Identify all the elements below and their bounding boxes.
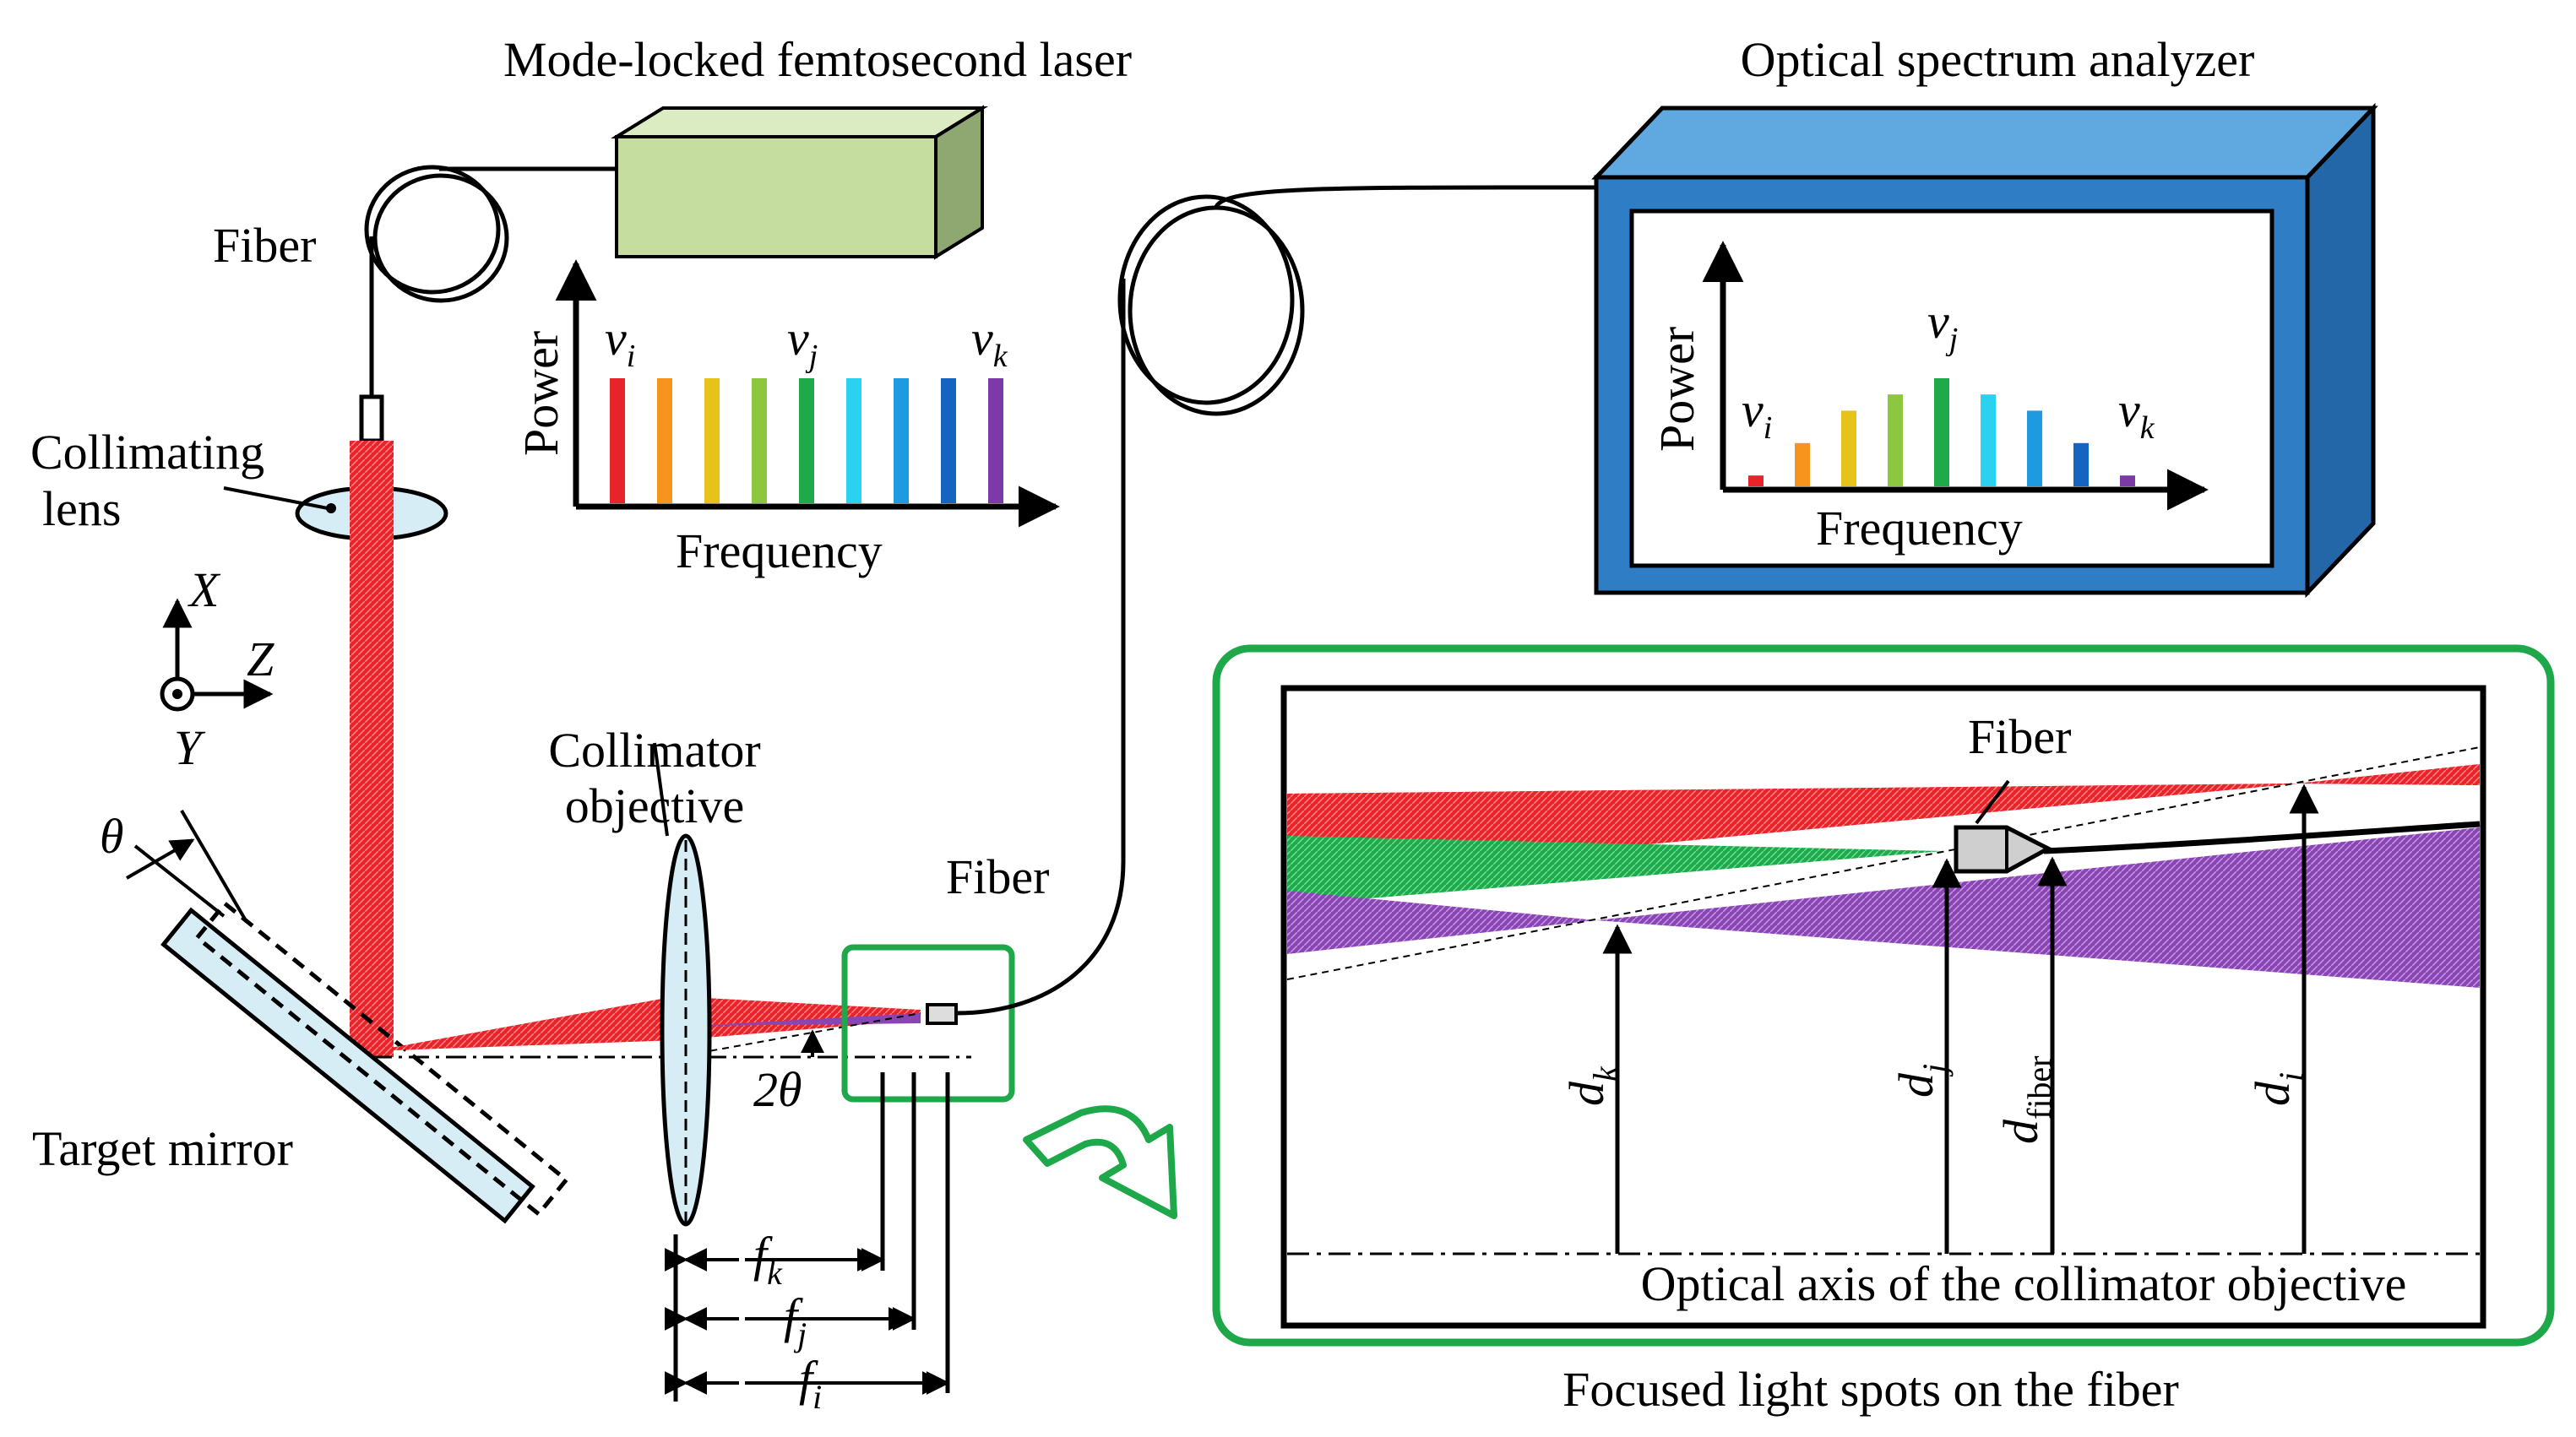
collimating-lens-label-2: lens — [42, 481, 121, 536]
laser-bars-bar-3 — [752, 378, 767, 503]
collimator-objective-label-1: Collimator — [548, 723, 760, 778]
coordinate-axes — [160, 598, 274, 712]
optical-axis-label: Optical axis of the collimator objective — [1641, 1256, 2407, 1311]
osa-bars-bar-0 — [1748, 475, 1764, 486]
osa-bars-bar-4 — [1934, 378, 1949, 486]
objective-pointer — [653, 742, 669, 837]
fiber-small-label: Fiber — [946, 849, 1049, 904]
fiber-connector-top — [359, 394, 384, 443]
dist-di: di — [2245, 1072, 2310, 1106]
collimator-objective-label-2: objective — [565, 778, 745, 833]
laser-bars-bar-0 — [610, 378, 625, 503]
reflected-beam — [372, 996, 921, 1051]
theta-indicator — [126, 809, 248, 924]
inset-fiber-cable — [2043, 821, 2481, 854]
inset-beam-purple — [1287, 827, 2480, 988]
fiber-inset-label: Fiber — [1968, 709, 2071, 764]
laser-peak-i: νi — [605, 311, 635, 374]
laser-bars-bar-1 — [657, 378, 672, 503]
osa-bars-bar-6 — [2027, 410, 2042, 486]
osa-spectrum-ylabel: Power — [1649, 327, 1704, 452]
femtosecond-laser — [610, 105, 989, 260]
laser-spectrum-xlabel: Frequency — [676, 523, 883, 578]
osa-bars-bar-1 — [1795, 442, 1810, 486]
dist-dk: dk — [1559, 1066, 1624, 1106]
osa-spectrum-bars — [1748, 378, 2135, 486]
laser-peak-k: νk — [971, 311, 1008, 374]
osa-bars-bar-2 — [1841, 410, 1856, 486]
collimating-lens-label-1: Collimating — [30, 425, 264, 480]
laser-peak-j: νj — [787, 311, 818, 374]
laser-bars-bar-5 — [846, 378, 861, 503]
osa-peak-j: νj — [1927, 294, 1958, 357]
laser-spectrum — [555, 259, 1060, 528]
theta-label: θ — [100, 809, 124, 864]
focal-fi: fi — [799, 1351, 822, 1416]
axis-z-label: Z — [247, 632, 274, 686]
lens-pointer-line — [223, 486, 329, 510]
tilted-axis-line — [675, 1012, 921, 1058]
two-theta-label: 2θ — [753, 1062, 802, 1117]
osa-bars-bar-8 — [2120, 475, 2135, 486]
osa-spectrum-xlabel: Frequency — [1816, 501, 2023, 556]
osa-bars-bar-7 — [2073, 442, 2089, 486]
inset-distance-arrows — [1602, 784, 2319, 1254]
osa-label: Optical spectrum analyzer — [1741, 32, 2255, 87]
laser-bars-bar-7 — [941, 378, 956, 503]
axis-x-label: X — [187, 562, 221, 617]
dist-dj: dj — [1889, 1064, 1954, 1098]
zoom-arrow — [1023, 1105, 1177, 1219]
inset-caption: Focused light spots on the fiber — [1562, 1362, 2179, 1417]
focal-fj: fj — [784, 1288, 807, 1353]
inset-beam-green — [1287, 836, 1943, 905]
inset-frame — [1212, 644, 2555, 1347]
fiber-to-osa — [955, 185, 1606, 1016]
laser-bars-bar-4 — [799, 378, 814, 503]
inset-fiber-pointer — [1975, 779, 2010, 825]
optical-spectrum-analyzer — [1591, 102, 2378, 599]
dist-dfiber: dfiber — [1993, 1055, 2058, 1144]
focal-arrows-short — [683, 1248, 946, 1395]
osa-peak-k: νk — [2118, 382, 2155, 446]
focal-fk: fk — [753, 1227, 783, 1292]
laser-spectrum-bars — [610, 378, 1003, 503]
fiber-coil-left — [364, 165, 617, 397]
osa-bars-bar-5 — [1981, 394, 1996, 486]
osa-peak-i: νi — [1742, 382, 1772, 446]
fiber-focus-box — [841, 944, 1015, 1103]
laser-spectrum-ylabel: Power — [514, 331, 568, 456]
inset-tilted-axis — [1286, 746, 2481, 980]
laser-bars-bar-6 — [894, 378, 909, 503]
vertical-beam — [350, 441, 394, 1057]
fiber-tip-small — [926, 1003, 958, 1025]
axis-y-label: Y — [174, 720, 206, 775]
fiber-top-label: Fiber — [213, 218, 316, 273]
laser-bars-bar-2 — [704, 378, 720, 503]
laser-label: Mode-locked femtosecond laser — [503, 32, 1132, 87]
inset-beams — [1287, 764, 2480, 988]
lens-pointer-dot — [326, 503, 336, 513]
laser-bars-bar-8 — [988, 378, 1003, 503]
osa-bars-bar-3 — [1888, 394, 1903, 486]
target-mirror-label: Target mirror — [32, 1121, 293, 1176]
